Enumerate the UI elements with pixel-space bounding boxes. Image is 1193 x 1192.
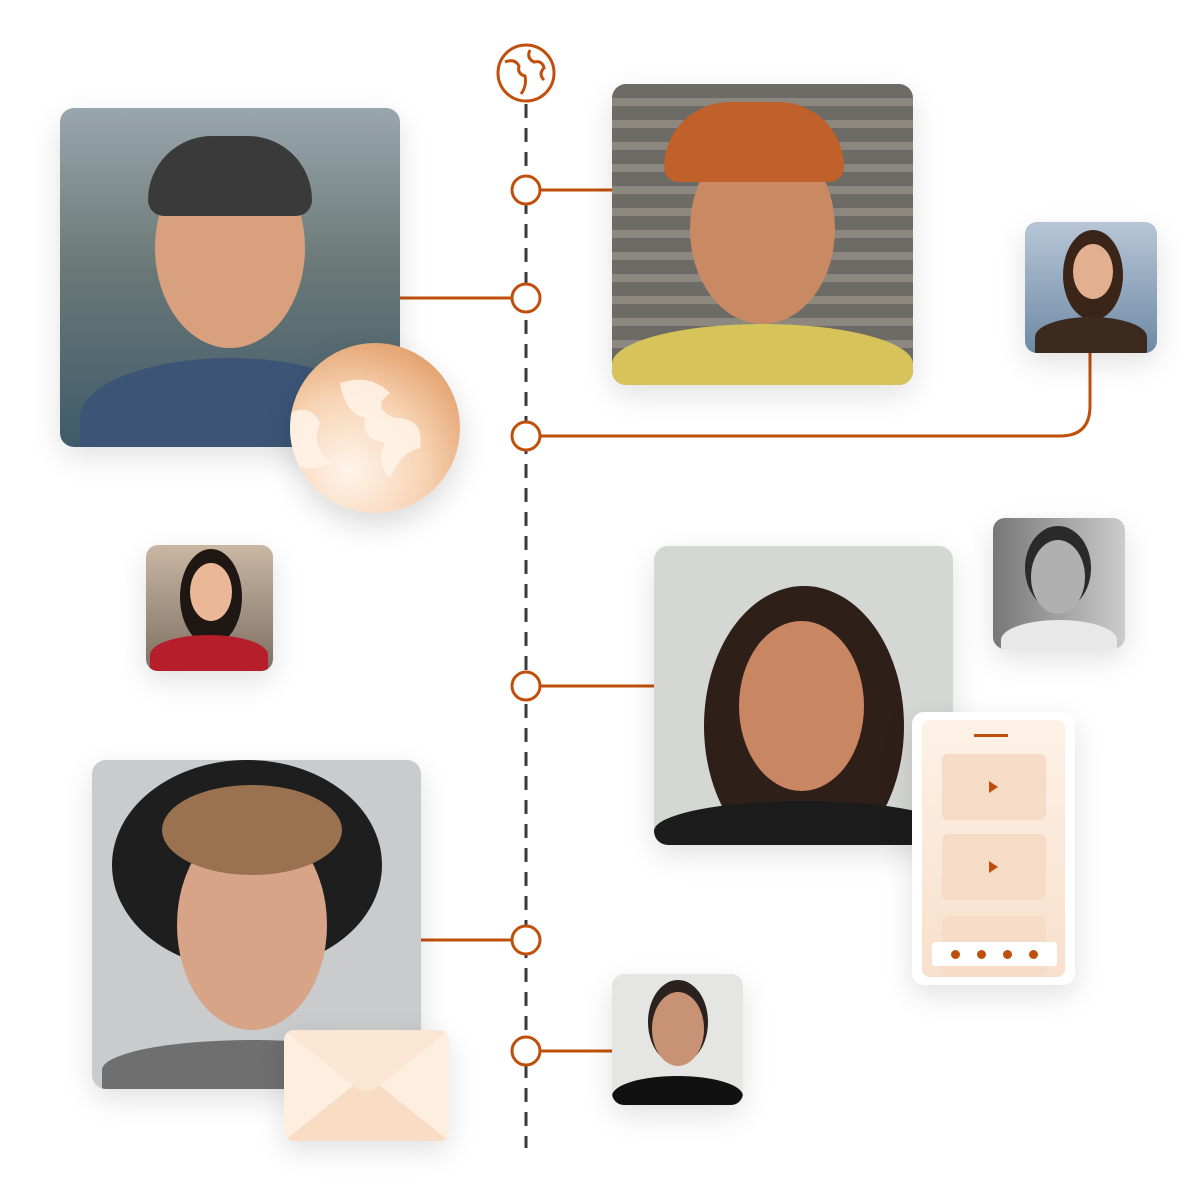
globe-icon [290, 343, 460, 513]
timeline-node [510, 670, 542, 702]
person-woman-long-hair [654, 546, 953, 845]
timeline-node [510, 174, 542, 206]
person-woman-orange-cap [612, 84, 913, 385]
person-woman-brown-hair-small [1025, 222, 1157, 353]
timeline-node [510, 924, 542, 956]
connector-3 [540, 353, 1092, 438]
timeline-node [510, 1035, 542, 1067]
envelope-icon [284, 1030, 449, 1141]
person-man-bw-small [993, 518, 1125, 649]
video-card [942, 754, 1046, 820]
timeline-node [510, 282, 542, 314]
person-man-black-tee-small [612, 974, 743, 1105]
timeline-node [510, 420, 542, 452]
pagination-dots [932, 942, 1057, 966]
person-woman-red-top-small [146, 545, 273, 671]
phone-app-icon [912, 712, 1075, 985]
globe-icon [496, 43, 556, 103]
video-card [942, 834, 1046, 900]
